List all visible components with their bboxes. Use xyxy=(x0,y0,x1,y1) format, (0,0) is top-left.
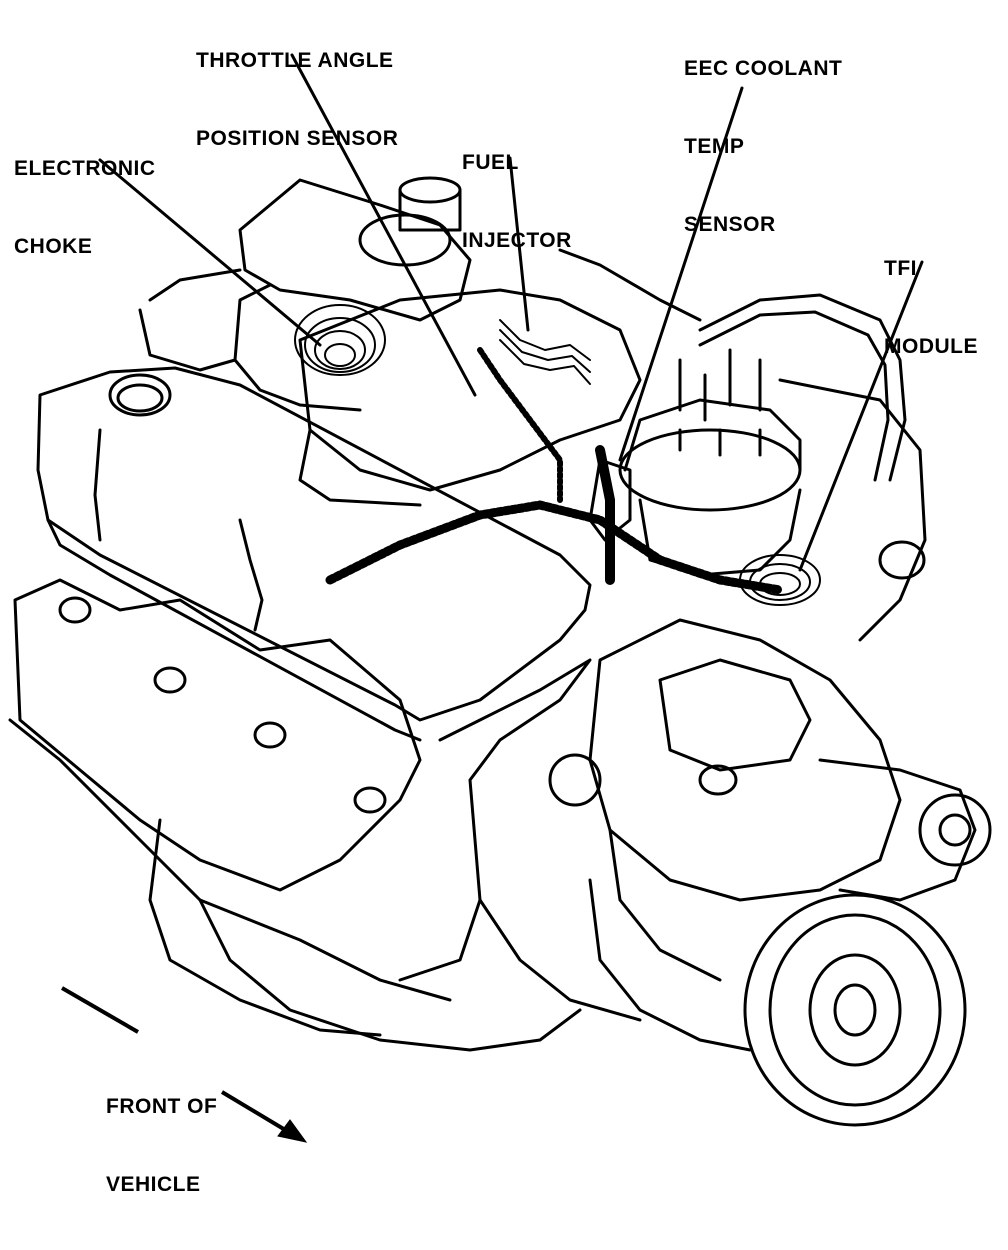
callout-line: ELECTRONIC xyxy=(14,157,156,180)
engine-diagram: THROTTLE ANGLE POSITION SENSOR EEC COOLA… xyxy=(8,0,992,1196)
timing-cover xyxy=(588,618,902,902)
distributor-cap xyxy=(618,428,802,512)
heater-hose xyxy=(698,293,907,482)
oil-filler-cap xyxy=(108,373,172,417)
callout-line: EEC COOLANT xyxy=(684,57,843,80)
crank-pulley xyxy=(743,893,967,1127)
water-pump-hose xyxy=(658,658,812,772)
orientation-line: VEHICLE xyxy=(106,1173,201,1196)
callout-line: THROTTLE ANGLE xyxy=(196,49,394,72)
tfi-leader xyxy=(798,260,924,572)
electronic-choke-label: ELECTRONIC CHOKE xyxy=(14,104,156,312)
alternator xyxy=(818,758,977,902)
exhaust-manifold xyxy=(13,578,422,892)
orientation-line: FRONT OF xyxy=(106,1095,218,1118)
callout-line: TEMP xyxy=(684,135,745,158)
injector-harness xyxy=(499,319,591,385)
throttle-leader xyxy=(290,53,477,397)
choke-leader xyxy=(98,158,322,347)
fuel-injector-label: FUEL INJECTOR xyxy=(462,98,572,306)
choke-coil xyxy=(294,304,386,376)
callout-line: SENSOR xyxy=(684,213,776,236)
distributor-terminals xyxy=(678,348,762,457)
tfi-module-label: TFI MODULE xyxy=(884,204,978,412)
cylinder-head-right xyxy=(778,378,927,642)
tfi-module-part xyxy=(739,554,821,606)
engine-drawing xyxy=(8,53,992,1143)
valve-cover-rim xyxy=(46,518,422,742)
breather-tube xyxy=(93,428,102,542)
eec-leader xyxy=(618,86,744,462)
carburetor-body xyxy=(238,178,472,322)
intake-manifold xyxy=(298,288,642,492)
callout-line: FUEL xyxy=(462,151,519,174)
valve-cover-left xyxy=(36,366,592,722)
callout-line: MODULE xyxy=(884,335,978,358)
air-horn xyxy=(398,188,462,232)
dipstick-tube xyxy=(398,658,592,982)
callout-line: CHOKE xyxy=(14,235,93,258)
front-of-vehicle-label: FRONT OF VEHICLE xyxy=(106,1042,217,1250)
throttle-position-sensor-label: THROTTLE ANGLE POSITION SENSOR xyxy=(196,0,398,204)
wiring-harness xyxy=(325,500,785,595)
eec-sensor xyxy=(588,458,632,542)
callout-line: INJECTOR xyxy=(462,229,572,252)
oil-pan xyxy=(198,898,582,1052)
front-arrow xyxy=(60,986,308,1143)
eec-coolant-temp-sensor-label: EEC COOLANT TEMP SENSOR xyxy=(684,4,842,290)
callout-line: TFI xyxy=(884,257,917,280)
callout-line: POSITION SENSOR xyxy=(196,127,399,150)
fuel-leader xyxy=(508,156,530,332)
